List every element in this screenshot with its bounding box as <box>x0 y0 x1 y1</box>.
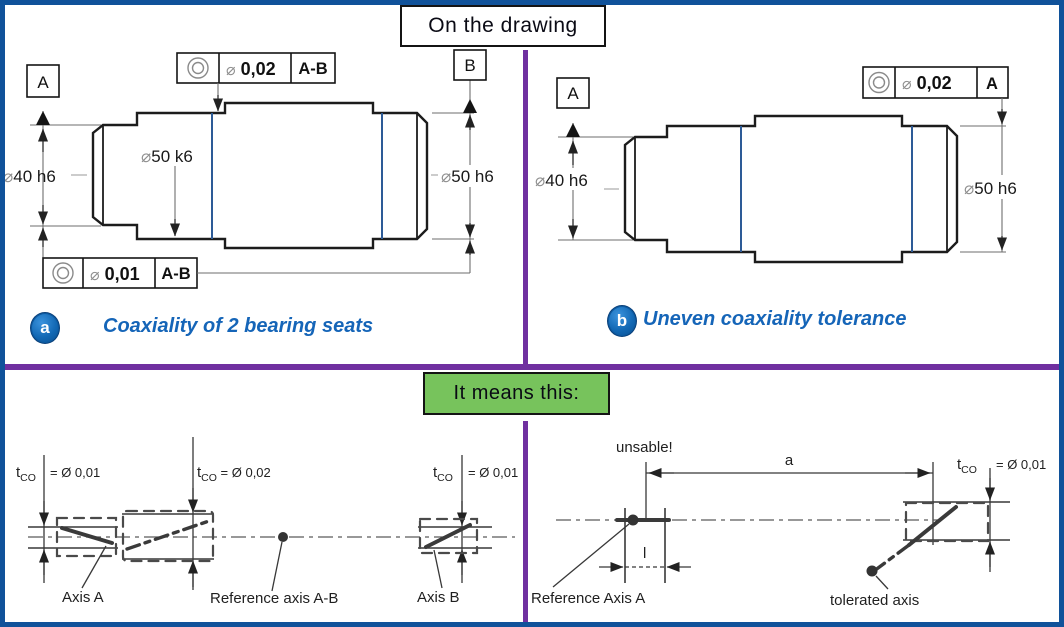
dim-a-label: a <box>785 452 794 469</box>
coaxiality-symbol-icon <box>868 71 890 94</box>
reference-axis-a-label: Reference Axis A <box>531 590 645 607</box>
shaft-a-outline <box>91 101 429 250</box>
datum-b-label: B <box>464 56 475 75</box>
ghost-cylinder <box>418 517 479 555</box>
dim-50k6: ⌀50 k6 <box>141 147 193 166</box>
shaft-b-outline <box>623 114 959 264</box>
panel-d-drawing: unsable! a l Reference Axis A <box>531 439 1046 609</box>
ghost-cylinder <box>121 509 215 563</box>
fcf-a-top-value: ⌀ 0,02 <box>226 59 276 79</box>
datum-a-label: A <box>567 84 579 103</box>
axis-a-label: Axis A <box>62 589 104 606</box>
axis-a-line <box>60 526 114 545</box>
badge-b: b <box>607 305 637 337</box>
panel-b-drawing: A ⌀40 h6 ⌀ 0,02 A ⌀50 h6 <box>532 66 1041 264</box>
fcf-b-datum: A <box>986 75 998 93</box>
dim-l-label: l <box>643 545 646 562</box>
axis-b-line <box>424 523 472 549</box>
tolerance-label: tCO= Ø 0,01 <box>957 456 1046 476</box>
fcf-a-bottom-value: ⌀ 0,01 <box>90 264 140 284</box>
technical-drawings: A ⌀40 h6 ⌀50 k6 ⌀ 0,02 A-B <box>5 49 1046 609</box>
datum-b-box <box>453 49 487 81</box>
tolerance-label-right: tCO= Ø 0,01 <box>433 464 518 484</box>
tolerated-axis-label: tolerated axis <box>830 592 919 609</box>
reference-axis-point <box>278 532 288 542</box>
tolerated-axis-line <box>907 505 958 547</box>
dim-50h6-right: ⌀50 h6 <box>964 179 1017 198</box>
caption-b: Uneven coaxiality tolerance <box>643 308 907 330</box>
dim-40h6-left: ⌀40 h6 <box>535 171 588 190</box>
datum-a-box <box>26 64 60 98</box>
fcf-a-bottom-datum: A-B <box>161 265 190 283</box>
on-drawing-title-text: On the drawing <box>428 14 578 37</box>
tilted-axis-line <box>125 519 211 551</box>
section-title-on-drawing: On the drawing <box>400 5 606 47</box>
it-means-title-text: It means this: <box>453 382 580 404</box>
unusable-note: unsable! <box>616 439 673 456</box>
tolerance-label-left: tCO= Ø 0,01 <box>16 464 100 484</box>
divider-vertical-bottom <box>523 421 528 622</box>
axis-b-label: Axis B <box>417 589 460 606</box>
dim-50h6-right: ⌀50 h6 <box>441 167 494 186</box>
reference-axis-label: Reference axis A-B <box>210 590 338 607</box>
fcf-a-top-datum: A-B <box>298 60 327 78</box>
dim-40h6-left: ⌀40 h6 <box>5 167 56 186</box>
fcf-b <box>862 66 1009 99</box>
divider-horizontal <box>5 364 1059 370</box>
fcf-b-value: ⌀ 0,02 <box>902 73 952 93</box>
datum-a-label: A <box>37 73 49 92</box>
caption-a: Coaxiality of 2 bearing seats <box>103 315 374 337</box>
tolerated-axis-point <box>866 565 878 577</box>
datum-a-triangle <box>566 123 580 137</box>
reference-axis-point <box>627 514 639 526</box>
datum-b-triangle <box>463 99 477 113</box>
coaxiality-symbol-icon <box>187 57 209 79</box>
tolerance-label-mid: tCO = Ø 0,02 <box>197 464 271 484</box>
ghost-cylinder <box>904 501 990 543</box>
panel-c-drawing: tCO= Ø 0,01 Axis A tCO = Ø 0,02 tCO= Ø 0… <box>16 437 518 607</box>
ghost-cylinder <box>55 516 118 558</box>
section-title-it-means: It means this: <box>423 372 610 415</box>
badge-a: a <box>30 312 60 344</box>
divider-vertical-top <box>523 50 528 369</box>
coaxiality-symbol-icon <box>52 262 74 284</box>
panel-a-drawing: A ⌀40 h6 ⌀50 k6 ⌀ 0,02 A-B <box>5 49 514 289</box>
datum-a-box <box>556 77 590 109</box>
datum-a-triangle <box>36 111 50 125</box>
